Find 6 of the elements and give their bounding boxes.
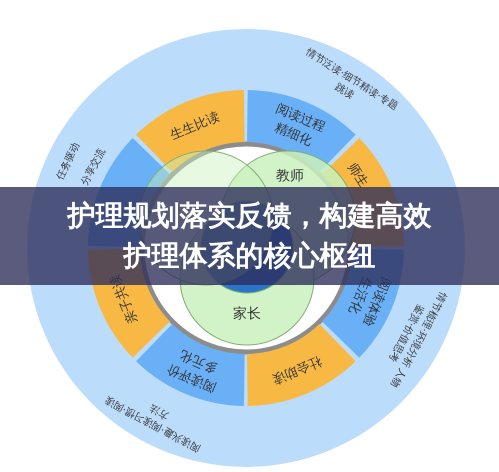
venn-label: 教师 (276, 167, 304, 185)
venn-label: 家长 (233, 305, 261, 323)
segment-label: 社会助读 (269, 352, 324, 388)
segment-label: 亲子共读 (106, 271, 142, 326)
segment-label: 师生 (344, 159, 372, 191)
segment-label: 生生比读 (168, 108, 223, 144)
